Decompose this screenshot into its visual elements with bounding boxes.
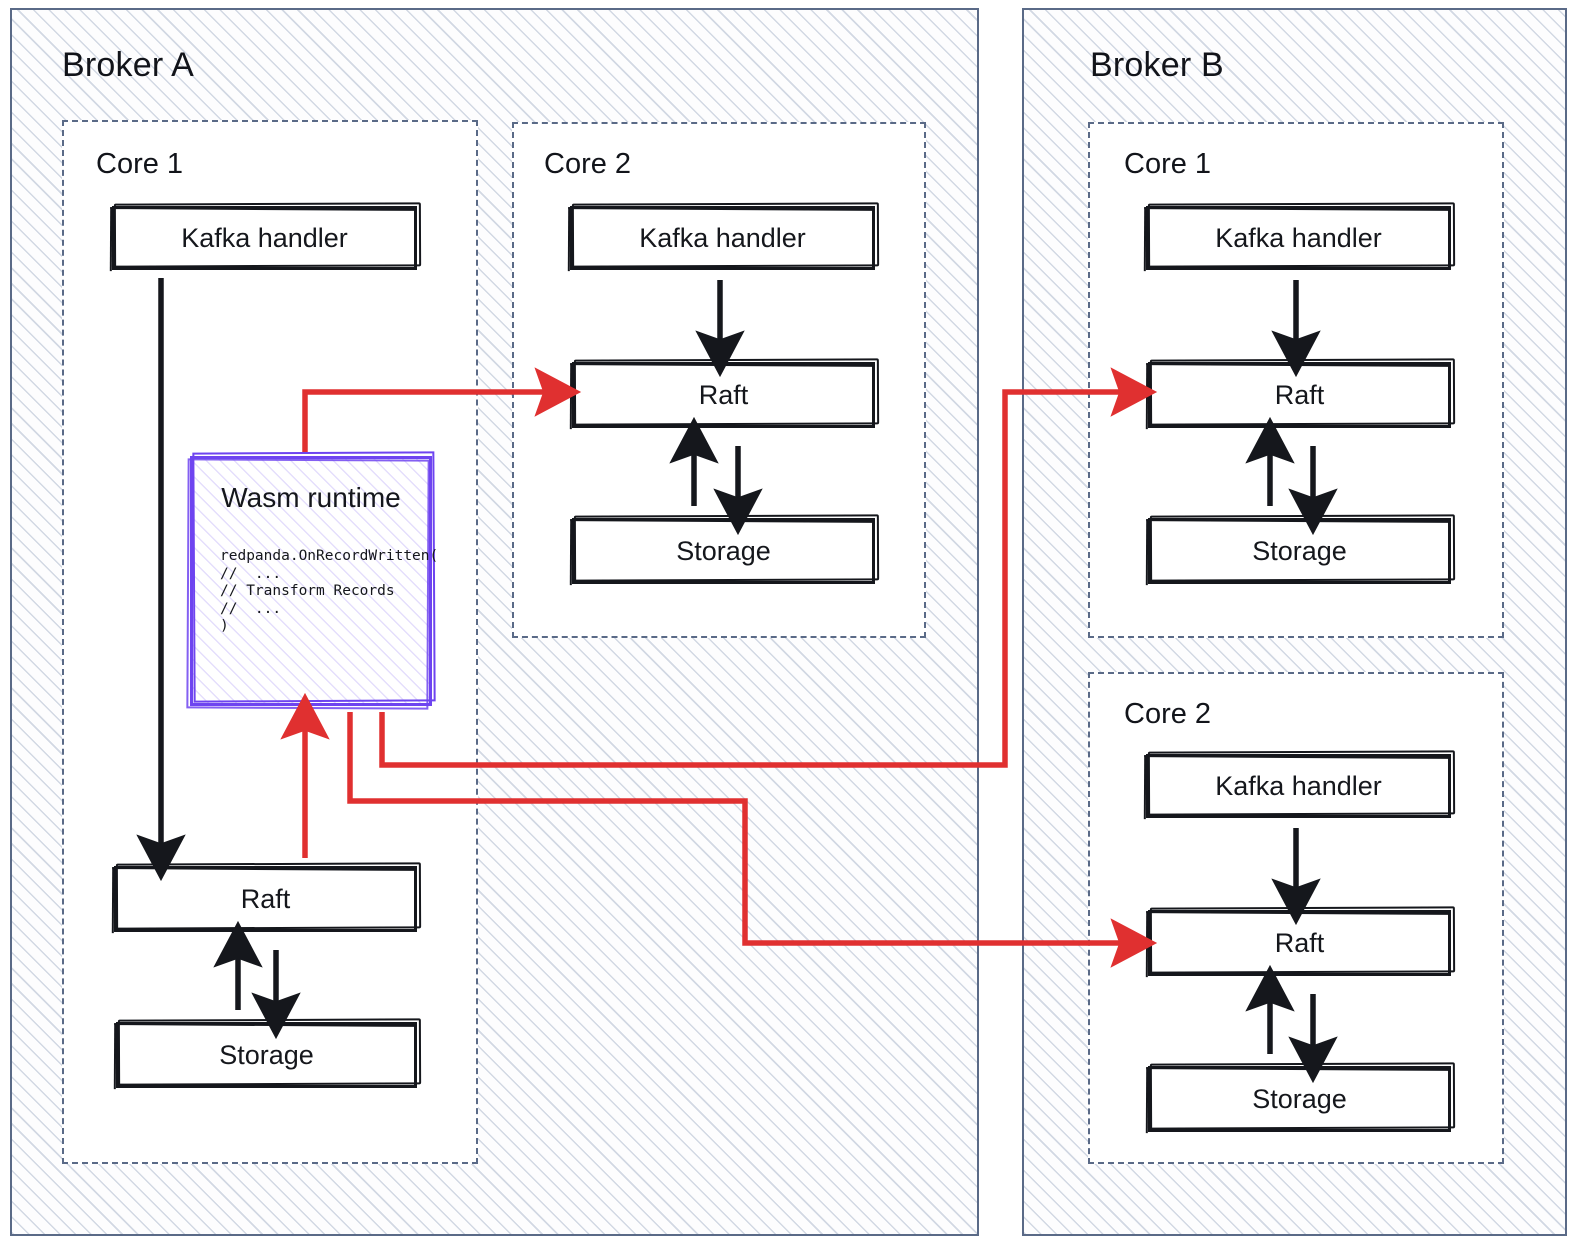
b1-kafka-handler-label: Kafka handler xyxy=(1215,222,1382,253)
box-face xyxy=(112,206,417,270)
a2-storage-box[interactable]: Storage xyxy=(569,514,880,587)
b2-raft-label: Raft xyxy=(1274,927,1325,958)
b2-storage-box[interactable]: Storage xyxy=(1145,1062,1456,1135)
b1-storage-label: Storage xyxy=(1252,535,1347,566)
box-face xyxy=(570,206,875,270)
b1-storage-box[interactable]: Storage xyxy=(1145,514,1456,587)
a1-wasm-runtime-box[interactable]: Wasm runtime redpanda.OnRecordWritten( /… xyxy=(186,451,439,710)
b2-storage-label: Storage xyxy=(1252,1083,1347,1114)
b2-kafka-handler-box[interactable]: Kafka handler xyxy=(1143,750,1456,821)
a2-raft-label: Raft xyxy=(698,379,749,410)
broker-a-title: Broker A xyxy=(62,46,194,84)
b2-raft-box[interactable]: Raft xyxy=(1145,906,1456,979)
a1-raft-label: Raft xyxy=(240,883,291,914)
a1-kafka-handler-label: Kafka handler xyxy=(181,222,348,253)
b1-raft-box[interactable]: Raft xyxy=(1145,358,1456,431)
b1-kafka-handler-box[interactable]: Kafka handler xyxy=(1143,202,1456,273)
a2-kafka-handler-box[interactable]: Kafka handler xyxy=(567,202,880,273)
a1-storage-label: Storage xyxy=(219,1039,314,1070)
a2-kafka-handler-label: Kafka handler xyxy=(639,222,806,253)
broker-a-core-2-title: Core 2 xyxy=(544,148,632,180)
a1-wasm-runtime-title: Wasm runtime xyxy=(221,482,401,513)
b1-raft-label: Raft xyxy=(1274,379,1325,410)
a1-storage-box[interactable]: Storage xyxy=(113,1018,422,1091)
broker-a-core-1-title: Core 1 xyxy=(96,148,184,180)
broker-b-title: Broker B xyxy=(1090,46,1224,84)
broker-b-core-1-title: Core 1 xyxy=(1124,148,1212,180)
broker-b-core-2-title: Core 2 xyxy=(1124,698,1212,730)
box-face xyxy=(1146,754,1451,818)
b2-kafka-handler-label: Kafka handler xyxy=(1215,770,1382,801)
a1-raft-box[interactable]: Raft xyxy=(111,862,422,935)
a2-storage-label: Storage xyxy=(676,535,771,566)
a1-wasm-runtime-code: redpanda.OnRecordWritten( // ... // Tran… xyxy=(220,548,439,634)
a1-kafka-handler-box[interactable]: Kafka handler xyxy=(109,202,422,273)
a2-raft-box[interactable]: Raft xyxy=(569,358,880,431)
box-face xyxy=(1146,206,1451,270)
